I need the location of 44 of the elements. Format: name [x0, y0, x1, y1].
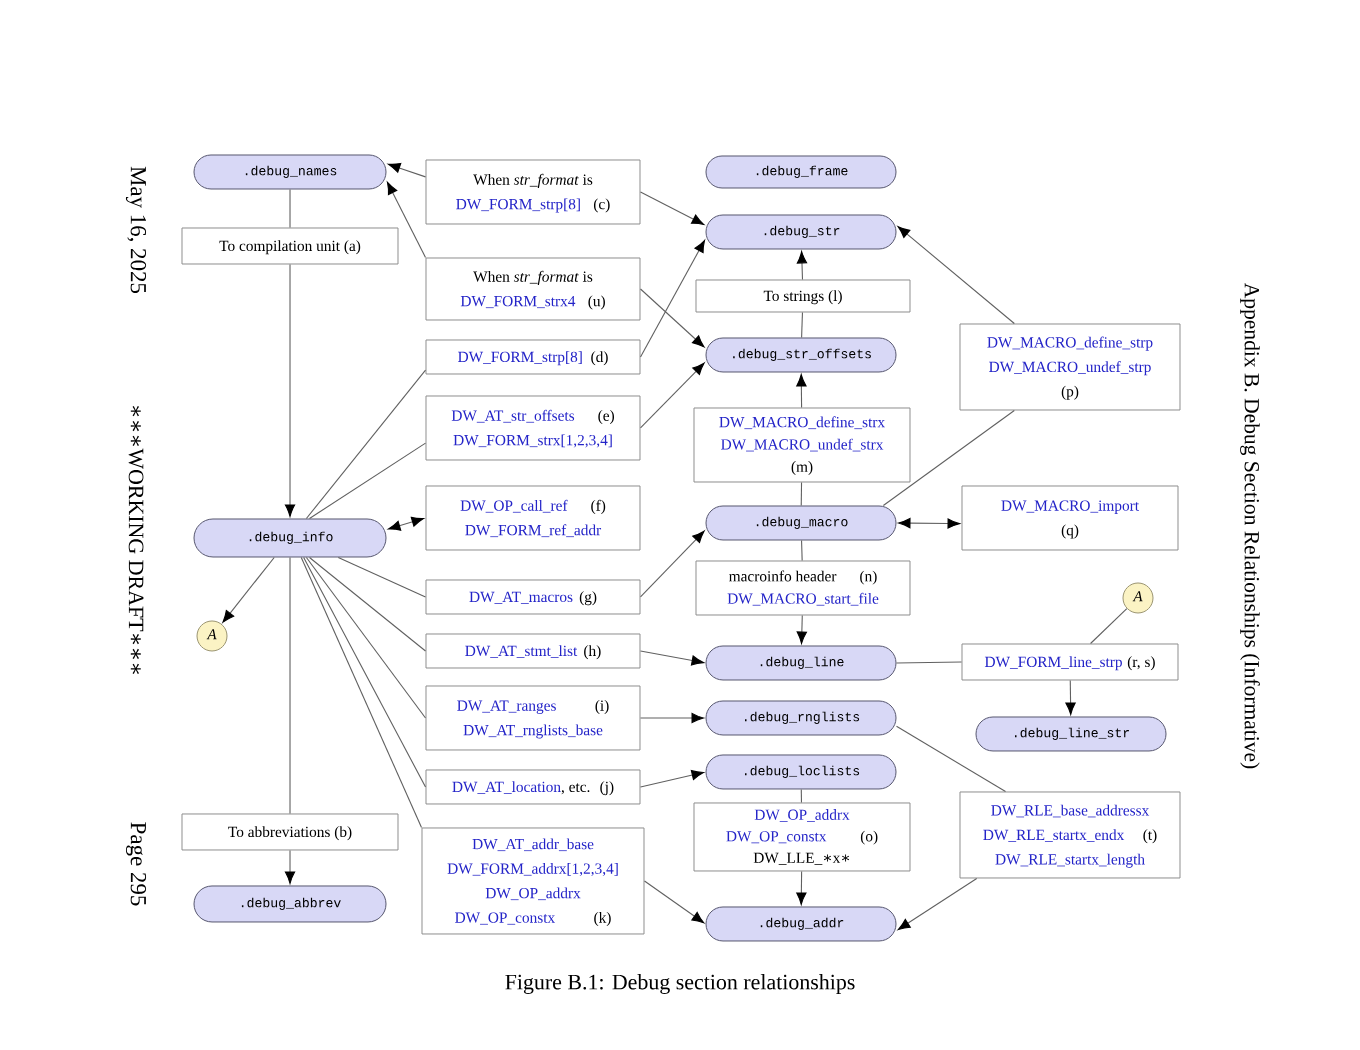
connector-line — [801, 311, 803, 339]
arrow — [897, 877, 978, 931]
connector-line — [895, 661, 963, 664]
connector-line — [289, 188, 291, 229]
arrow — [639, 530, 705, 598]
draft-notice: ∗∗∗WORKING DRAFT∗∗∗ — [128, 406, 144, 674]
connector-line — [800, 481, 803, 507]
arrow — [796, 251, 808, 281]
connector-line — [305, 369, 427, 520]
connector-line — [882, 409, 1015, 507]
arrow — [284, 263, 296, 517]
double-arrow — [388, 516, 425, 531]
arrow — [222, 556, 275, 623]
arrow — [639, 712, 704, 724]
connector-line — [801, 539, 803, 562]
arrow — [897, 226, 1015, 325]
date-text: May 16, 2025 — [125, 166, 147, 294]
arrow — [796, 614, 807, 644]
arrow — [1065, 679, 1076, 715]
arrow — [639, 650, 704, 666]
arrow — [796, 374, 807, 409]
arrow — [639, 288, 705, 348]
connector-line — [289, 556, 291, 815]
arrow — [796, 870, 807, 905]
connector-line — [337, 556, 427, 598]
connector-line — [800, 788, 803, 804]
arrow — [639, 769, 704, 788]
figure-caption: Figure B.1: Debug section relationships — [505, 974, 855, 994]
running-header: Appendix B. Debug Section Relationships (Informative) — [1240, 282, 1260, 769]
connector-line — [895, 725, 1007, 793]
arrow — [388, 163, 427, 178]
double-arrow — [898, 517, 960, 529]
arrow — [284, 849, 296, 884]
connector-line — [305, 556, 427, 719]
connector-line — [303, 556, 427, 788]
arrow — [639, 191, 705, 225]
connector-line — [308, 556, 427, 652]
connector-line — [300, 556, 423, 829]
arrow — [639, 362, 705, 429]
connector-line — [1090, 608, 1128, 645]
page-number: Page 295 — [125, 822, 147, 906]
arrow — [643, 880, 705, 924]
connector-line — [308, 442, 427, 520]
arrow — [639, 240, 706, 358]
